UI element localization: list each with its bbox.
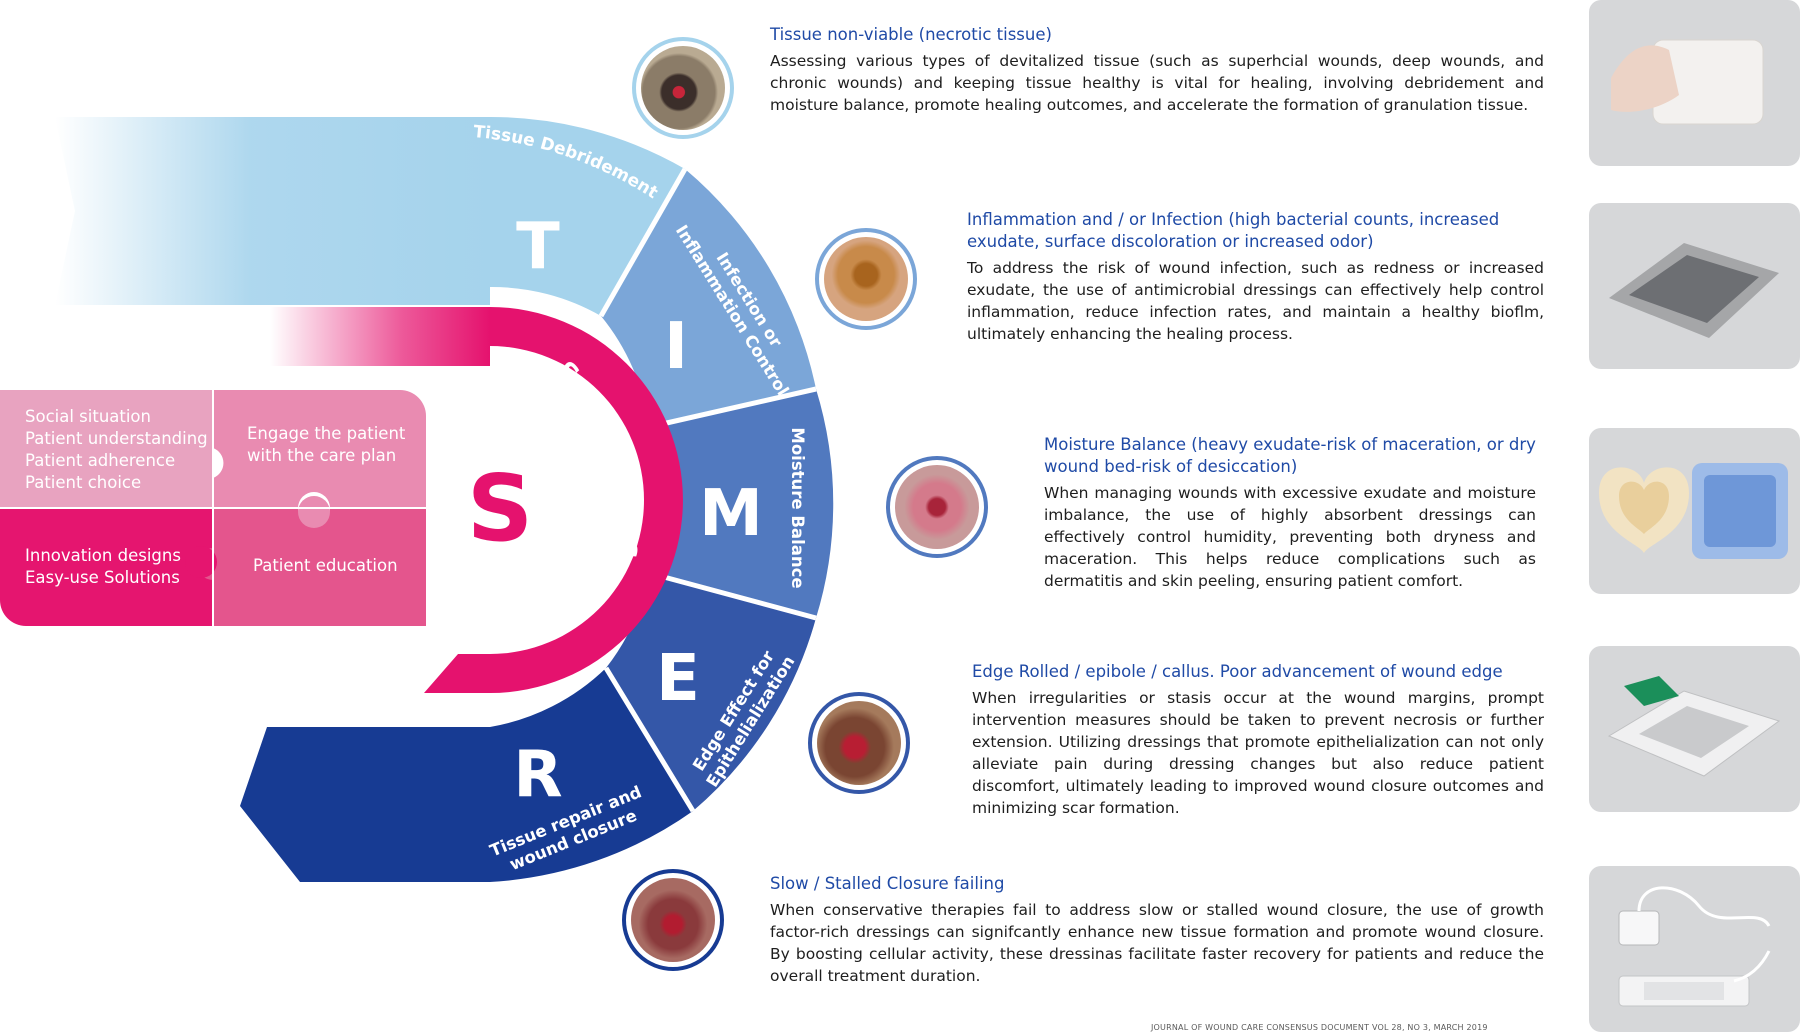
info-body-infection: To address the risk of wound infection, … [967,259,1544,343]
puzzle-piece-3 [0,508,213,626]
info-title-edge: Edge Rolled / epibole / callus. Poor adv… [972,662,1503,681]
info-title-moisture: Moisture Balance (heavy exudate-risk of … [1044,435,1536,476]
puzzle-2-line-2: with the care plan [247,446,396,465]
product-card-epithelialization [1589,646,1800,812]
info-body-tissue: Assessing various types of devitalized t… [770,52,1544,114]
absorbent-dressing-icon [1599,463,1788,559]
silicone-dressing-icon [1607,676,1781,777]
wound-photo-edge [808,692,910,794]
segment-t [490,116,685,316]
segment-i [601,169,816,427]
info-block-tissue: Tissue non-viable (necrotic tissue) Asse… [770,24,1544,116]
puzzle-4-line-1: Patient education [253,556,398,575]
segment-m [649,389,834,618]
wound-photo-necrotic [632,37,734,139]
info-block-edge: Edge Rolled / epibole / callus. Poor adv… [972,661,1544,819]
info-body-closure: When conservative therapies fail to addr… [770,901,1544,985]
puzzle-1-line-2: Patient understanding [25,429,208,448]
wound-photo-infection [815,228,917,330]
product-card-antimicrobial [1589,203,1800,369]
puzzle-3-line-1: Innovation designs [25,546,181,565]
product-card-growth-factor [1589,866,1800,1032]
info-title-closure: Slow / Stalled Closure failing [770,874,1005,893]
info-body-edge: When irregularities or stasis occur at t… [972,689,1544,817]
t-band-tail [55,117,490,305]
puzzle-1-line-3: Patient adherence [25,451,175,470]
s-band-tail [270,307,490,366]
letter-e: E [656,642,700,716]
puzzle-3-line-2: Easy-use Solutions [25,568,180,587]
product-card-debridement [1589,0,1800,166]
info-title-tissue: Tissue non-viable (necrotic tissue) [770,25,1052,44]
letter-t: T [516,210,560,284]
puzzle-piece-4 [197,508,426,626]
info-block-infection: Inflammation and / or Infection (high ba… [967,209,1544,345]
letter-m: M [699,477,763,551]
info-title-infection: Inflammation and / or Infection (high ba… [967,210,1500,251]
label-m: Moisture Balance [788,427,807,588]
puzzle-2-line-1: Engage the patient [247,424,406,443]
info-block-moisture: Moisture Balance (heavy exudate-risk of … [1044,434,1536,592]
letter-s: S [467,455,533,562]
info-body-moisture: When managing wounds with excessive exud… [1044,484,1536,590]
citation: JOURNAL OF WOUND CARE CONSENSUS DOCUMENT… [1151,1023,1488,1032]
letter-r: R [513,738,562,812]
puzzle-piece-1 [0,390,213,508]
segment-s [424,307,683,693]
hydrogel-sheet-icon [1611,39,1764,125]
puzzle-group [0,390,426,626]
puzzle-1-line-4: Patient choice [25,473,141,492]
product-card-absorbent [1589,428,1800,594]
wound-photo-closure [622,869,724,971]
letter-i: I [664,310,688,384]
puzzle-1-line-1: Social situation [25,407,151,426]
npwt-device-icon [1618,886,1771,1007]
segment-separators [598,167,817,813]
foam-dressing-icon [1609,243,1779,338]
wound-photo-moisture [886,456,988,558]
segment-r [240,668,693,882]
puzzle-piece-2 [213,390,426,508]
info-block-closure: Slow / Stalled Closure failing When cons… [770,873,1544,987]
